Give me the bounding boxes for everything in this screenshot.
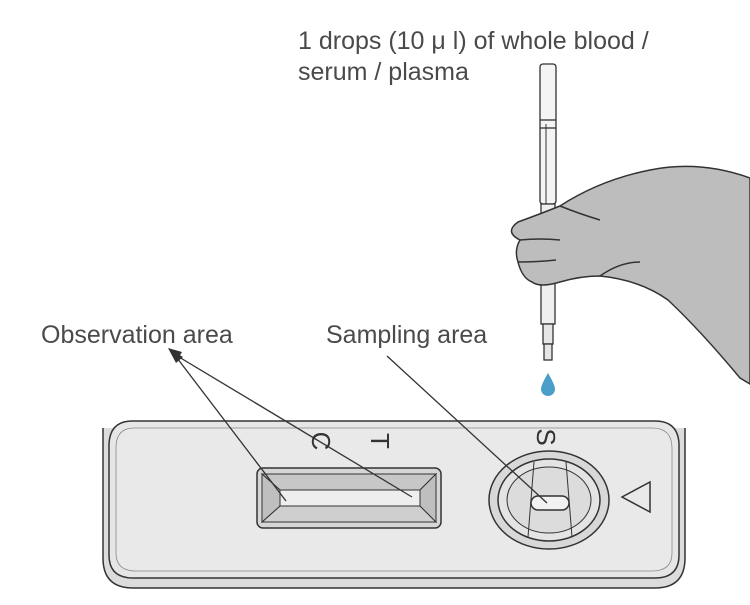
direction-arrow-icon [620,480,651,514]
arrowheads [168,348,183,363]
observation-area-label: Observation area [41,321,233,349]
sampling-area-label: Sampling area [326,321,488,349]
leader-lines [173,353,548,504]
control-line-mark: C [306,432,336,451]
sample-well-mark: S [531,428,561,445]
instruction-line-1: 1 drops (10 μ l) of whole blood / [298,27,649,55]
observation-window [256,467,442,529]
gloved-hand [510,165,750,385]
instruction-line-2: serum / plasma [298,58,469,86]
sample-well [488,450,610,550]
test-line-mark: T [365,433,395,449]
blood-drop-icon [541,373,555,396]
